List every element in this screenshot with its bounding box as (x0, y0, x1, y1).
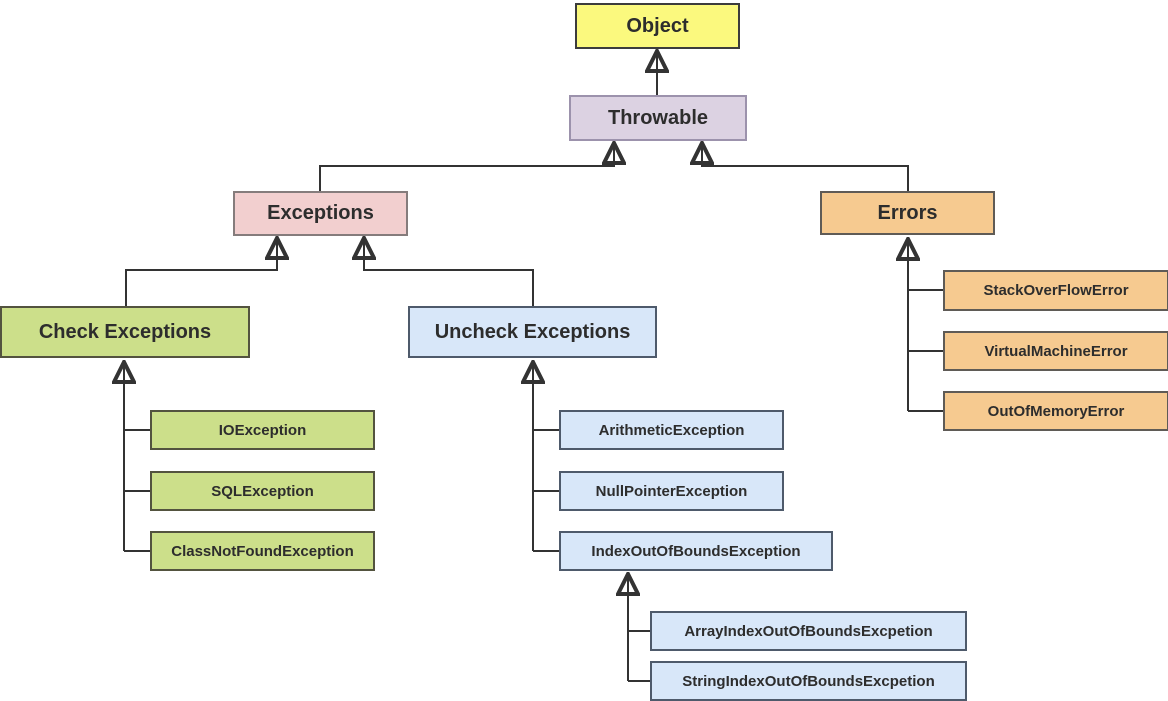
node-check-exceptions: Check Exceptions (0, 306, 250, 358)
edge-exceptions-to-throwable (319, 145, 614, 191)
edge-errors-to-throwable (702, 145, 909, 191)
edge-uncheck-to-exceptions (364, 240, 534, 306)
node-stack-overflow-error: StackOverFlowError (943, 270, 1168, 311)
node-array-index-out-of-bounds: ArrayIndexOutOfBoundsExcpetion (650, 611, 967, 651)
node-arithmetic-exception: ArithmeticException (559, 410, 784, 450)
node-class-not-found-exception: ClassNotFoundException (150, 531, 375, 571)
node-null-pointer-exception: NullPointerException (559, 471, 784, 511)
node-throwable: Throwable (569, 95, 747, 141)
node-errors: Errors (820, 191, 995, 235)
node-index-out-of-bounds-exception: IndexOutOfBoundsException (559, 531, 833, 571)
node-object: Object (575, 3, 740, 49)
node-exceptions: Exceptions (233, 191, 408, 236)
edge-check-to-exceptions (125, 240, 277, 306)
node-uncheck-exceptions: Uncheck Exceptions (408, 306, 657, 358)
node-out-of-memory-error: OutOfMemoryError (943, 391, 1168, 431)
node-virtual-machine-error: VirtualMachineError (943, 331, 1168, 371)
node-io-exception: IOException (150, 410, 375, 450)
node-string-index-out-of-bounds: StringIndexOutOfBoundsExcpetion (650, 661, 967, 701)
node-sql-exception: SQLException (150, 471, 375, 511)
